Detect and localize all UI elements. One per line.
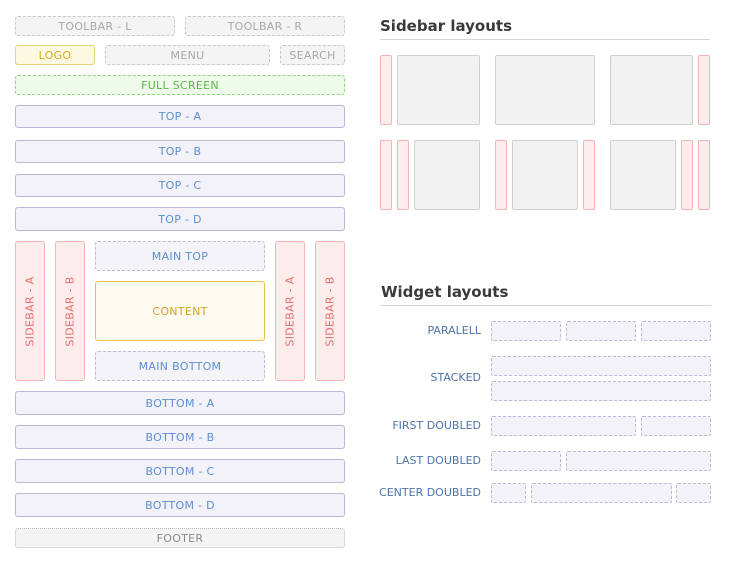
sidebar-label: SIDEBAR - B [63, 275, 77, 347]
top-row-label: TOP - A [158, 110, 202, 123]
bottom-row-label: BOTTOM - B [145, 430, 215, 444]
footer-label: FOOTER [156, 531, 204, 545]
bottom-row-label: BOTTOM - A [145, 396, 215, 410]
bottom-row-label: BOTTOM - D [145, 498, 215, 512]
logo-block: LOGO [15, 45, 95, 65]
toolbar-right: TOOLBAR - R [185, 16, 345, 36]
widget-cell [491, 416, 636, 436]
widget-cell [676, 483, 711, 503]
sidebar-layouts-title: Sidebar layouts [380, 17, 512, 35]
logo-label: LOGO [38, 48, 72, 62]
widget-label-parallel: PARALELL [427, 324, 481, 337]
top-row-a: TOP - A [15, 105, 345, 128]
full-screen-block: FULL SCREEN [15, 75, 345, 95]
main-top: MAIN TOP [95, 241, 265, 271]
sidebar-label: SIDEBAR - A [283, 275, 297, 347]
content-block: CONTENT [95, 281, 265, 341]
widget-cell [491, 356, 711, 376]
thumb-sidebar [380, 55, 392, 125]
sidebar-right-a: SIDEBAR - A [275, 241, 305, 381]
thumb-main [610, 140, 676, 210]
widget-cell [491, 483, 526, 503]
sidebar-left-a: SIDEBAR - A [15, 241, 45, 381]
bottom-row-c: BOTTOM - C [15, 459, 345, 483]
bottom-row-label: BOTTOM - C [145, 464, 215, 478]
widget-label-stacked: STACKED [430, 371, 482, 384]
widget-cell [566, 321, 636, 341]
bottom-row-b: BOTTOM - B [15, 425, 345, 449]
sidebar-label: SIDEBAR - A [23, 275, 37, 347]
bottom-row-d: BOTTOM - D [15, 493, 345, 517]
thumb-main [610, 55, 693, 125]
widget-cell [491, 321, 561, 341]
top-row-d: TOP - D [15, 207, 345, 231]
toolbar-left-label: TOOLBAR - L [58, 19, 132, 33]
main-bottom-label: MAIN BOTTOM [138, 359, 222, 373]
sidebar-label: SIDEBAR - B [323, 275, 337, 347]
thumb-main [495, 55, 595, 125]
widget-label-last-doubled: LAST DOUBLED [395, 454, 481, 467]
sidebar-left-b: SIDEBAR - B [55, 241, 85, 381]
thumb-sidebar [583, 140, 595, 210]
widget-cell [566, 451, 711, 471]
thumb-main [414, 140, 480, 210]
top-row-c: TOP - C [15, 174, 345, 197]
widget-cell [641, 321, 711, 341]
content-label: CONTENT [152, 304, 208, 318]
footer-block: FOOTER [15, 528, 345, 548]
search-label: SEARCH [289, 48, 336, 62]
widget-layouts-title: Widget layouts [381, 283, 509, 301]
top-row-b: TOP - B [15, 140, 345, 163]
top-row-label: TOP - D [158, 212, 202, 226]
widget-cell [491, 451, 561, 471]
thumb-sidebar [380, 140, 392, 210]
main-top-label: MAIN TOP [151, 249, 209, 263]
top-row-label: TOP - C [158, 179, 202, 192]
toolbar-left: TOOLBAR - L [15, 16, 175, 36]
sidebar-right-b: SIDEBAR - B [315, 241, 345, 381]
widget-cell [531, 483, 672, 503]
thumb-sidebar [698, 55, 710, 125]
widget-layouts-divider [380, 305, 711, 306]
menu-block: MENU [105, 45, 270, 65]
toolbar-right-label: TOOLBAR - R [227, 19, 303, 33]
thumb-sidebar [397, 140, 409, 210]
bottom-row-a: BOTTOM - A [15, 391, 345, 415]
thumb-sidebar [681, 140, 693, 210]
thumb-sidebar [495, 140, 507, 210]
thumb-main [397, 55, 480, 125]
widget-label-center-doubled: CENTER DOUBLED [379, 486, 481, 499]
widget-cell [491, 381, 711, 401]
thumb-main [512, 140, 578, 210]
full-screen-label: FULL SCREEN [141, 78, 219, 92]
menu-label: MENU [170, 48, 205, 62]
sidebar-layouts-divider [380, 39, 710, 40]
main-bottom: MAIN BOTTOM [95, 351, 265, 381]
thumb-sidebar [698, 140, 710, 210]
top-row-label: TOP - B [158, 145, 202, 158]
widget-cell [641, 416, 711, 436]
widget-label-first-doubled: FIRST DOUBLED [392, 419, 481, 432]
search-block: SEARCH [280, 45, 345, 65]
